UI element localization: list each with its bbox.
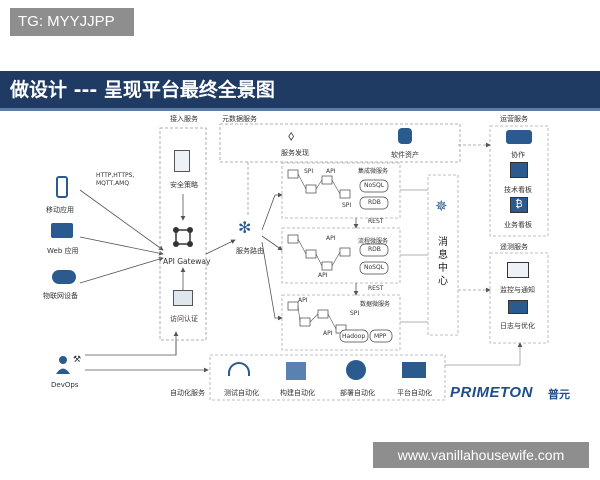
label-iot: 物联网设备 — [43, 292, 78, 300]
gateway-icon — [172, 226, 194, 248]
telemetry-header: 遥测服务 — [500, 243, 528, 251]
brand-logo: PRIMETON — [450, 384, 533, 401]
automation-frame — [209, 354, 446, 401]
spi-label-1: SPI — [304, 168, 314, 175]
data-label: 数据微服务 — [360, 301, 391, 308]
network-icon: ⬨ — [288, 128, 295, 144]
title-underline — [0, 108, 600, 111]
label-monitor: 监控与通知 — [500, 286, 535, 294]
access-frame — [159, 127, 207, 341]
label-build: 构建自动化 — [280, 389, 315, 397]
spi-label-3: SPI — [350, 310, 360, 317]
label-biz: 业务看板 — [504, 221, 532, 229]
nosql-label-2: NoSQL — [364, 264, 385, 271]
message-center-label: 消息中心 — [438, 237, 448, 287]
mobile-icon — [56, 176, 68, 198]
compass-icon: ✵ — [435, 197, 448, 215]
label-assets: 软件资产 — [391, 151, 419, 159]
tools-icon: ⚒ — [73, 355, 82, 365]
arrow-devops-up — [85, 331, 179, 356]
label-mobile: 移动应用 — [46, 206, 74, 214]
server-icon — [402, 362, 426, 378]
devops-icon — [55, 355, 73, 375]
database-icon — [398, 128, 412, 144]
cubes-icon — [286, 362, 306, 380]
web-icon — [51, 223, 73, 238]
spi-label-2: SPI — [342, 202, 352, 209]
label-auth: 访问认证 — [170, 315, 198, 323]
rdb-label-2: RDB — [368, 246, 381, 253]
api-label-2: API — [326, 235, 336, 242]
protocol-label: HTTP,HTTPS, MQTT,AMQ — [96, 172, 135, 187]
router-icon: ✻ — [238, 218, 252, 237]
label-collab: 协作 — [511, 151, 525, 159]
mpp-label: MPP — [374, 333, 387, 340]
label-tech: 技术看板 — [504, 186, 532, 194]
arrow-iot — [79, 256, 164, 284]
label-devops: DevOps — [51, 381, 79, 389]
label-deploy: 部署自动化 — [340, 389, 375, 397]
bitcoin-board-icon: ₿ — [510, 197, 528, 213]
hadoop-label: Hadoop — [342, 333, 366, 340]
metadata-header: 元数据服务 — [222, 115, 257, 123]
gauge-icon — [228, 362, 250, 376]
operations-frame — [489, 125, 549, 237]
rest-label-1: REST — [368, 218, 384, 225]
channel-tag: TG: MYYJJPP — [10, 8, 134, 36]
automation-header: 自动化服务 — [170, 389, 205, 397]
nosql-label-1: NoSQL — [364, 182, 385, 189]
api-label-1: API — [326, 168, 336, 175]
brand-name-cn: 普元 — [548, 388, 570, 401]
api-label-3: API — [318, 272, 328, 279]
log-icon — [508, 300, 528, 314]
deploy-icon — [346, 360, 366, 380]
metadata-frame — [219, 123, 461, 163]
label-platform: 平台自动化 — [397, 389, 432, 397]
arrow-mobile — [79, 189, 164, 251]
label-discovery: 服务发现 — [281, 149, 309, 157]
watermark: www.vanillahousewife.com — [373, 442, 589, 468]
integration-label: 集成微服务 — [358, 168, 389, 175]
handshake-icon — [506, 130, 532, 144]
integration-frame — [281, 162, 401, 219]
label-log: 日志与优化 — [500, 322, 535, 330]
label-routing: 服务路由 — [236, 247, 264, 255]
arrow-web — [79, 236, 164, 256]
page-title: 做设计 --- 呈现平台最终全景图 — [0, 71, 600, 109]
access-header: 接入服务 — [170, 115, 198, 123]
cloud-icon — [52, 270, 76, 284]
label-gateway: API Gateway — [163, 257, 211, 266]
process-frame — [281, 227, 401, 284]
auth-icon — [173, 290, 193, 306]
label-security: 安全策略 — [170, 181, 198, 189]
monitor-search-icon — [507, 262, 529, 278]
gear-board-icon — [510, 162, 528, 178]
process-label: 流程微服务 — [358, 238, 389, 245]
rest-label-2: REST — [368, 285, 384, 292]
api-label-4: API — [298, 297, 308, 304]
label-web: Web 应用 — [47, 247, 79, 255]
rdb-label-1: RDB — [368, 199, 381, 206]
label-test: 测试自动化 — [224, 389, 259, 397]
data-frame — [281, 294, 401, 351]
operations-header: 运营服务 — [500, 115, 528, 123]
scroll-icon — [174, 150, 190, 172]
api-label-5: API — [323, 330, 333, 337]
